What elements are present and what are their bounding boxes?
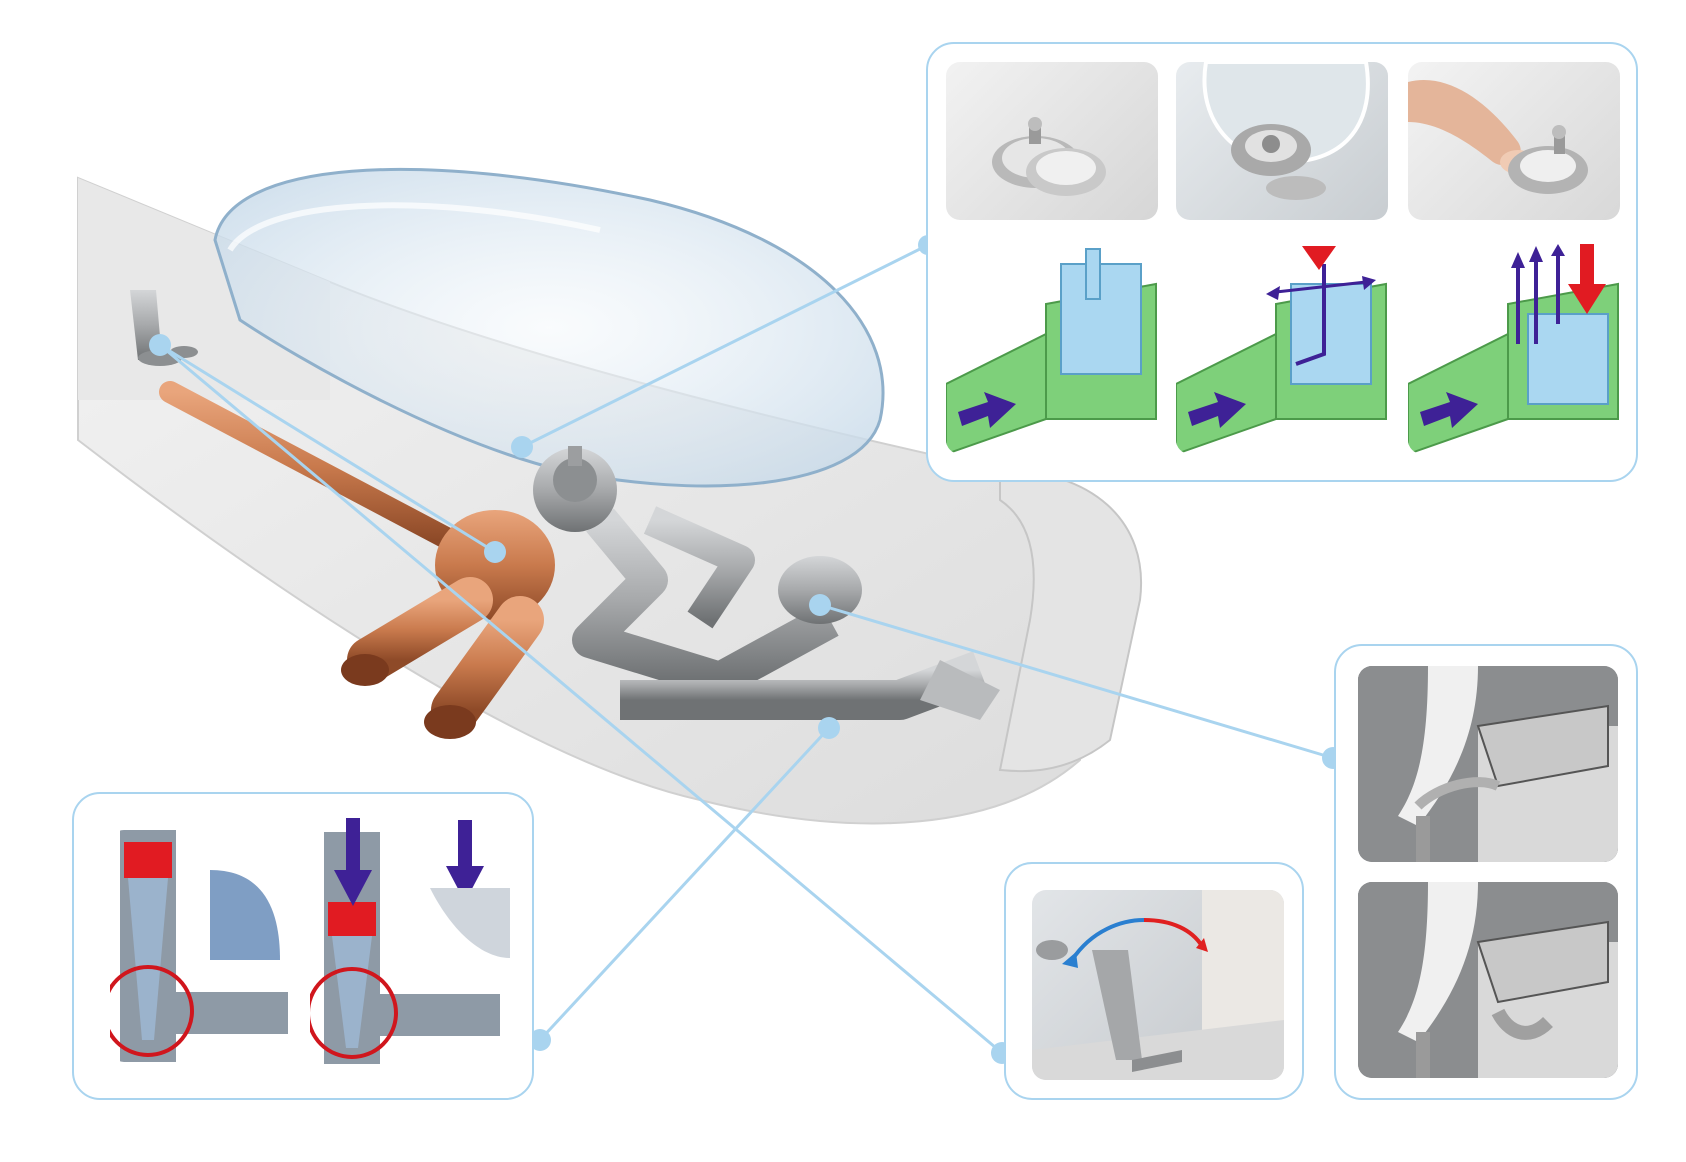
overflow-pipe-callout — [72, 792, 534, 1100]
steel-waste-pipework — [533, 446, 1000, 720]
wall-bracket-detail-2 — [1358, 882, 1618, 1078]
overflow-pipe-state-2 — [310, 818, 510, 1064]
finger-pressing-stopper — [1408, 62, 1620, 220]
callout-leader-lines — [159, 243, 1334, 1055]
section-water-inflow — [946, 244, 1158, 454]
callout-dot-drain — [511, 436, 533, 458]
section-press-stopper — [1176, 244, 1388, 454]
drain-mechanism-callout — [926, 42, 1638, 482]
drain-stopper-under-water — [1176, 62, 1388, 220]
copper-pipework — [159, 381, 555, 739]
wall-bracket-detail-1 — [1358, 666, 1618, 862]
drain-stopper-closed — [946, 62, 1158, 220]
callout-dot-lever — [149, 334, 171, 356]
overflow-pipe-state-1 — [110, 830, 290, 1062]
lever-handle-callout — [1004, 862, 1304, 1100]
callout-dot-pipe — [818, 717, 840, 739]
wall-bracket-callout — [1334, 644, 1638, 1100]
callout-dot-waste — [809, 594, 831, 616]
lever-handle-rotation — [1032, 890, 1284, 1080]
glass-basin — [213, 167, 885, 488]
callout-dot-copper — [484, 541, 506, 563]
callout-dot-bottom-left-panel — [529, 1029, 551, 1051]
section-flow-released — [1408, 244, 1620, 454]
